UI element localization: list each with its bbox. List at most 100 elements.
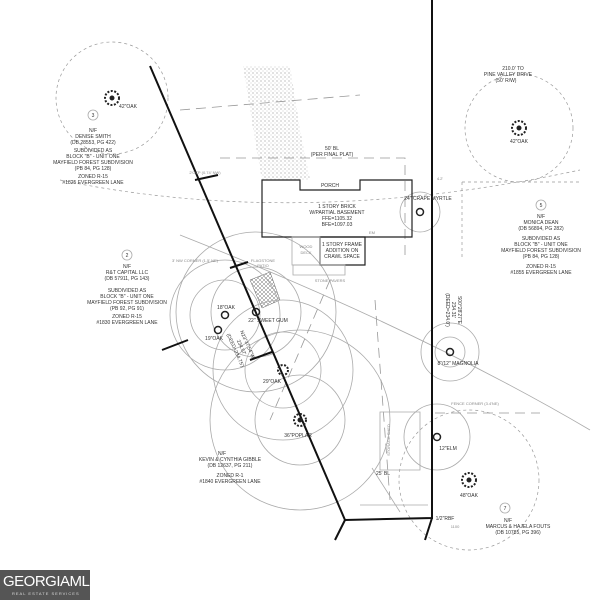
plan-text: N/F xyxy=(123,264,131,270)
tree-icon xyxy=(251,307,261,317)
plan-text: SUBDIVIDED AS xyxy=(108,288,147,294)
plan-text: SUBDIVIDED AS xyxy=(74,148,113,154)
plan-text: MARCUS & HAJELA FOUTS xyxy=(486,524,551,530)
tree-icon xyxy=(293,413,307,427)
plan-text: #1825 EVERGREEN LANE xyxy=(62,180,124,186)
tree-icon xyxy=(511,120,527,136)
house-label: W/PARTIAL BASEMENT xyxy=(309,210,364,216)
plan-text: BLOCK "B" - UNIT ONE xyxy=(100,294,154,300)
plan-text: 7 xyxy=(504,506,507,512)
lot-number-circle xyxy=(499,502,511,514)
tree-icon xyxy=(220,310,230,320)
bearing-label: S00°28'27"E xyxy=(456,296,462,325)
tree-label: 19"OAK xyxy=(205,336,224,342)
plan-text: #1840 EVERGREEN LANE xyxy=(199,479,261,485)
storage-shed xyxy=(379,411,421,471)
plan-text: FENCE CORNER (3.4'NE) xyxy=(451,401,499,406)
plan-text: N/F xyxy=(218,451,226,457)
tree-label: 12"ELM xyxy=(439,446,457,452)
plan-text: MAYFIELD FOREST SUBDIVISION xyxy=(53,160,133,166)
plan-text: MAYFIELD FOREST SUBDIVISION xyxy=(501,248,581,254)
plan-text: 3' NW CORNER (1.5' NE) xyxy=(172,258,219,263)
plan-text: 4.2' xyxy=(437,176,444,181)
easement-lines xyxy=(179,94,391,501)
road-label: 210.0' TO xyxy=(502,66,524,72)
plan-text: 5 xyxy=(540,203,543,209)
road-label: PINE VALLEY DRIVE xyxy=(484,72,533,78)
plan-text: #1830 EVERGREEN LANE xyxy=(96,320,158,326)
plan-text: ZONED R-1 xyxy=(217,473,244,479)
plan-text: (PB 84, PG 128) xyxy=(523,254,560,260)
plan-text: 1/2"RBF xyxy=(436,516,455,522)
lot-number-circle xyxy=(87,109,99,121)
plan-text: (DB 28553, PG 422) xyxy=(70,140,116,146)
plan-text: STORAGE SHED xyxy=(386,424,391,456)
plan-text: ZONED R-15 xyxy=(112,314,142,320)
plan-text: R&T CAPITAL LLC xyxy=(106,270,149,276)
tree-label: 22" SWEET GUM xyxy=(248,318,287,324)
plan-text: 2'OTP (0.74' NW) xyxy=(189,170,221,175)
logo-text: GEORGIAMLS xyxy=(3,573,99,590)
plan-text: BLOCK "B" - UNIT ONE xyxy=(514,242,568,248)
plan-text: ZONED R-15 xyxy=(526,264,556,270)
plan-text: (DB 12637, PG 211) xyxy=(208,463,253,469)
tree-label: 42"OAK xyxy=(510,139,529,145)
deck-label: WOOD xyxy=(300,244,313,249)
plan-text: N/F xyxy=(537,214,545,220)
addition-label: ADDITION ON xyxy=(326,248,359,254)
tree-label: 42"OAK xyxy=(119,104,138,110)
tree-label: 29"OAK xyxy=(263,379,282,385)
em-label: EM xyxy=(369,230,375,235)
house-footprint xyxy=(261,179,413,276)
plan-text: 1100 xyxy=(451,524,460,529)
building-setback-line xyxy=(220,157,406,260)
plan-text: KEVIN & CYNTHIA GIBBLE xyxy=(199,457,262,463)
plan-text: (DB 57911, PG 143) xyxy=(105,276,150,282)
tree-label: 18"OAK xyxy=(217,305,236,311)
plan-text: 25' BL xyxy=(376,471,390,477)
plan-text: DENISE SMITH xyxy=(75,134,111,140)
building-line-label: 50' BL xyxy=(325,146,339,152)
plan-text: ZONED R-15 xyxy=(78,174,108,180)
plan-text: (DB 56894, PG 282) xyxy=(518,226,564,232)
tree-label: 24" CRAPE MYRTLE xyxy=(404,196,452,202)
property-boundary xyxy=(149,0,433,522)
plan-text: SUBDIVIDED AS xyxy=(522,236,561,242)
plan-text: 2 xyxy=(126,253,129,259)
tree-symbols xyxy=(104,90,527,488)
bearing-label: 234.31' xyxy=(450,302,456,318)
tree-label: 36"POPLAR xyxy=(284,433,312,439)
logo-tagline: REAL ESTATE SERVICES xyxy=(12,591,80,596)
house-label: FFE=1105.32 xyxy=(322,216,352,222)
road-label: (50' R/W) xyxy=(496,78,517,84)
tree-label: 48"OAK xyxy=(460,493,479,499)
plan-text: MONICA DEAN xyxy=(523,220,558,226)
plan-text: (DB 10785, PG 396) xyxy=(495,530,541,536)
bearing-label: (DEED=234.0') xyxy=(444,293,450,327)
tree-icon xyxy=(104,90,120,106)
plan-text: BLOCK "B" - UNIT ONE xyxy=(66,154,120,160)
tree-icon xyxy=(213,325,223,335)
plan-text: 3 xyxy=(92,113,95,119)
building-line-label: (PER FINAL PLAT) xyxy=(311,152,354,158)
tree-label: 8"/12" MAGNOLIA xyxy=(437,361,479,367)
plan-text: N/F xyxy=(89,128,97,134)
tree-icon xyxy=(445,347,455,357)
plan-text: #1855 EVERGREEN LANE xyxy=(510,270,572,276)
tree-icon xyxy=(432,432,442,442)
plan-text: MAYFIELD FOREST SUBDIVISION xyxy=(87,300,167,306)
lot5-fence xyxy=(461,181,582,260)
lot-number-circle xyxy=(121,249,133,261)
tree-icon xyxy=(415,207,425,217)
georgia-mls-logo: GEORGIAMLS REAL ESTATE SERVICES xyxy=(0,570,99,600)
plan-text: N/F xyxy=(504,518,512,524)
gravel-drive xyxy=(243,66,310,180)
labels: 210.0' TO PINE VALLEY DRIVE (50' R/W) 50… xyxy=(53,66,581,536)
house-label: BFE=1097.03 xyxy=(322,222,353,228)
addition-label: 1 STORY FRAME xyxy=(322,242,363,248)
plan-text: (PB 84, PG 128) xyxy=(75,166,112,172)
deck-label: DECK xyxy=(300,250,311,255)
tree-icon xyxy=(461,472,477,488)
